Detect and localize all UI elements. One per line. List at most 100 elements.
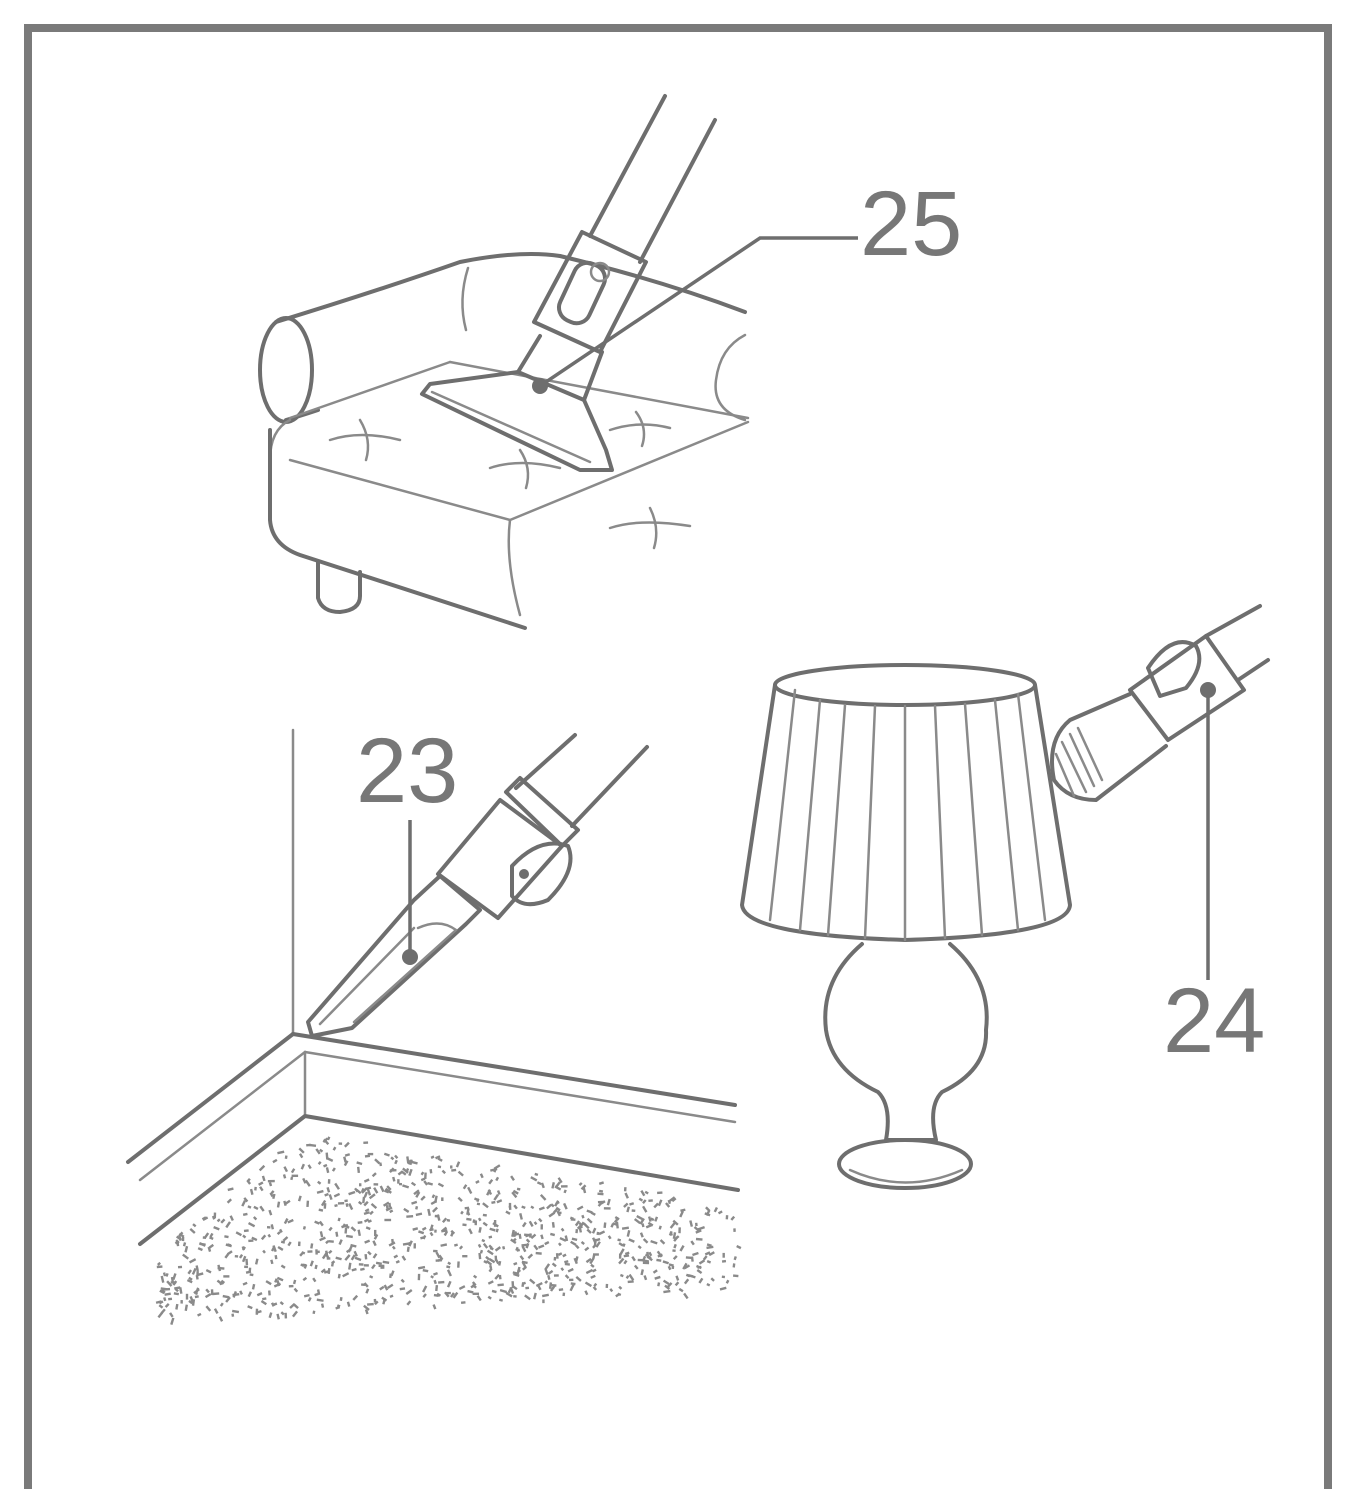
carpet-speck [597, 1202, 603, 1207]
carpet-speck [238, 1253, 244, 1259]
carpet-speck [402, 1184, 410, 1189]
carpet-speck [595, 1241, 601, 1248]
carpet-speck [177, 1231, 184, 1238]
carpet-speck [518, 1233, 522, 1240]
table-lamp [740, 663, 1072, 1190]
carpet-speck [430, 1200, 438, 1206]
carpet-speck [326, 1257, 331, 1260]
carpet-speck [247, 1205, 252, 1209]
carpet-speck [482, 1221, 488, 1227]
carpet-speck [512, 1189, 519, 1195]
carpet-speck [450, 1292, 455, 1298]
carpet-speck [511, 1229, 515, 1237]
crevice-tool [306, 733, 649, 1038]
carpet-speck [413, 1243, 416, 1249]
carpet-speck [397, 1170, 404, 1176]
carpet-speck [440, 1243, 448, 1247]
carpet-speck [398, 1182, 402, 1186]
carpet-speck [528, 1233, 532, 1238]
carpet-speck [498, 1274, 502, 1280]
carpet-speck [591, 1268, 597, 1273]
carpet-speck [433, 1249, 438, 1253]
carpet-speck [307, 1250, 313, 1253]
carpet-speck [209, 1236, 214, 1240]
carpet-speck [367, 1152, 374, 1156]
carpet-speck [363, 1191, 369, 1198]
carpet-speck [348, 1203, 354, 1211]
carpet-speck [696, 1268, 703, 1275]
carpet-speck [297, 1195, 302, 1202]
carpet-speck [529, 1278, 536, 1285]
carpet-speck [367, 1302, 374, 1306]
callout-24: 24 [1163, 970, 1265, 1072]
carpet-speck [488, 1235, 493, 1239]
carpet-speck [618, 1257, 625, 1265]
carpet-speck [160, 1275, 165, 1283]
carpet-speck [665, 1202, 671, 1208]
carpet-speck [559, 1237, 567, 1242]
carpet-speck [553, 1274, 559, 1277]
carpet-speck [521, 1260, 528, 1265]
carpet-speck [268, 1312, 273, 1319]
carpet-speck [571, 1237, 578, 1242]
carpet-speck [652, 1269, 658, 1274]
carpet-speck [175, 1303, 179, 1310]
carpet-speck [379, 1162, 383, 1167]
carpet-speck [521, 1245, 527, 1253]
carpet-speck [231, 1313, 235, 1317]
carpet-speck [363, 1218, 370, 1223]
carpet-speck [393, 1254, 399, 1259]
carpet-speck [489, 1246, 494, 1251]
carpet-speck [544, 1240, 550, 1246]
carpet-speck [717, 1210, 723, 1215]
carpet-speck [721, 1275, 726, 1279]
carpet-speck [216, 1218, 221, 1223]
carpet-speck [420, 1195, 426, 1201]
carpet-speck [359, 1183, 362, 1187]
carpet-speck [493, 1193, 500, 1201]
carpet-speck [390, 1270, 395, 1277]
carpet-speck [467, 1186, 473, 1195]
carpet-speck [402, 1167, 409, 1174]
carpet-speck [422, 1234, 427, 1240]
carpet-speck [623, 1187, 627, 1192]
carpet-speck [573, 1257, 578, 1265]
carpet-speck [406, 1300, 412, 1306]
carpet-speck [464, 1206, 470, 1210]
carpet-speck [163, 1287, 171, 1291]
carpet-speck [335, 1231, 339, 1237]
carpet-speck [706, 1243, 712, 1247]
carpet-speck [344, 1199, 348, 1203]
carpet-speck [326, 1186, 331, 1193]
carpet-speck [282, 1236, 289, 1242]
carpet-speck [698, 1277, 704, 1284]
carpet-speck [342, 1223, 350, 1229]
carpet-speck [242, 1234, 247, 1239]
carpet-speck [260, 1234, 267, 1241]
carpet-speck [345, 1248, 352, 1254]
carpet-speck [621, 1226, 629, 1230]
carpet-speck [614, 1216, 620, 1221]
carpet-speck [373, 1229, 377, 1237]
carpet-speck [394, 1154, 399, 1159]
carpet-speck [554, 1185, 562, 1191]
carpet-speck [624, 1251, 630, 1256]
figure-frame [24, 24, 1332, 1489]
carpet-speck [284, 1312, 288, 1319]
carpet-speck [505, 1210, 511, 1215]
carpet-speck [363, 1200, 369, 1207]
carpet-speck [383, 1284, 389, 1291]
carpet-speck [466, 1217, 472, 1221]
carpet-speck [188, 1276, 193, 1281]
carpet-speck [618, 1285, 623, 1290]
carpet-speck [640, 1190, 646, 1197]
carpet-speck [551, 1182, 556, 1189]
carpet-speck [641, 1223, 645, 1228]
carpet-speck [648, 1251, 653, 1257]
carpet-speck [369, 1275, 374, 1279]
carpet-speck [435, 1284, 439, 1292]
carpet-speck [525, 1238, 531, 1244]
carpet-speck [389, 1167, 395, 1173]
carpet-speck [429, 1224, 434, 1230]
carpet-speck [293, 1287, 299, 1293]
